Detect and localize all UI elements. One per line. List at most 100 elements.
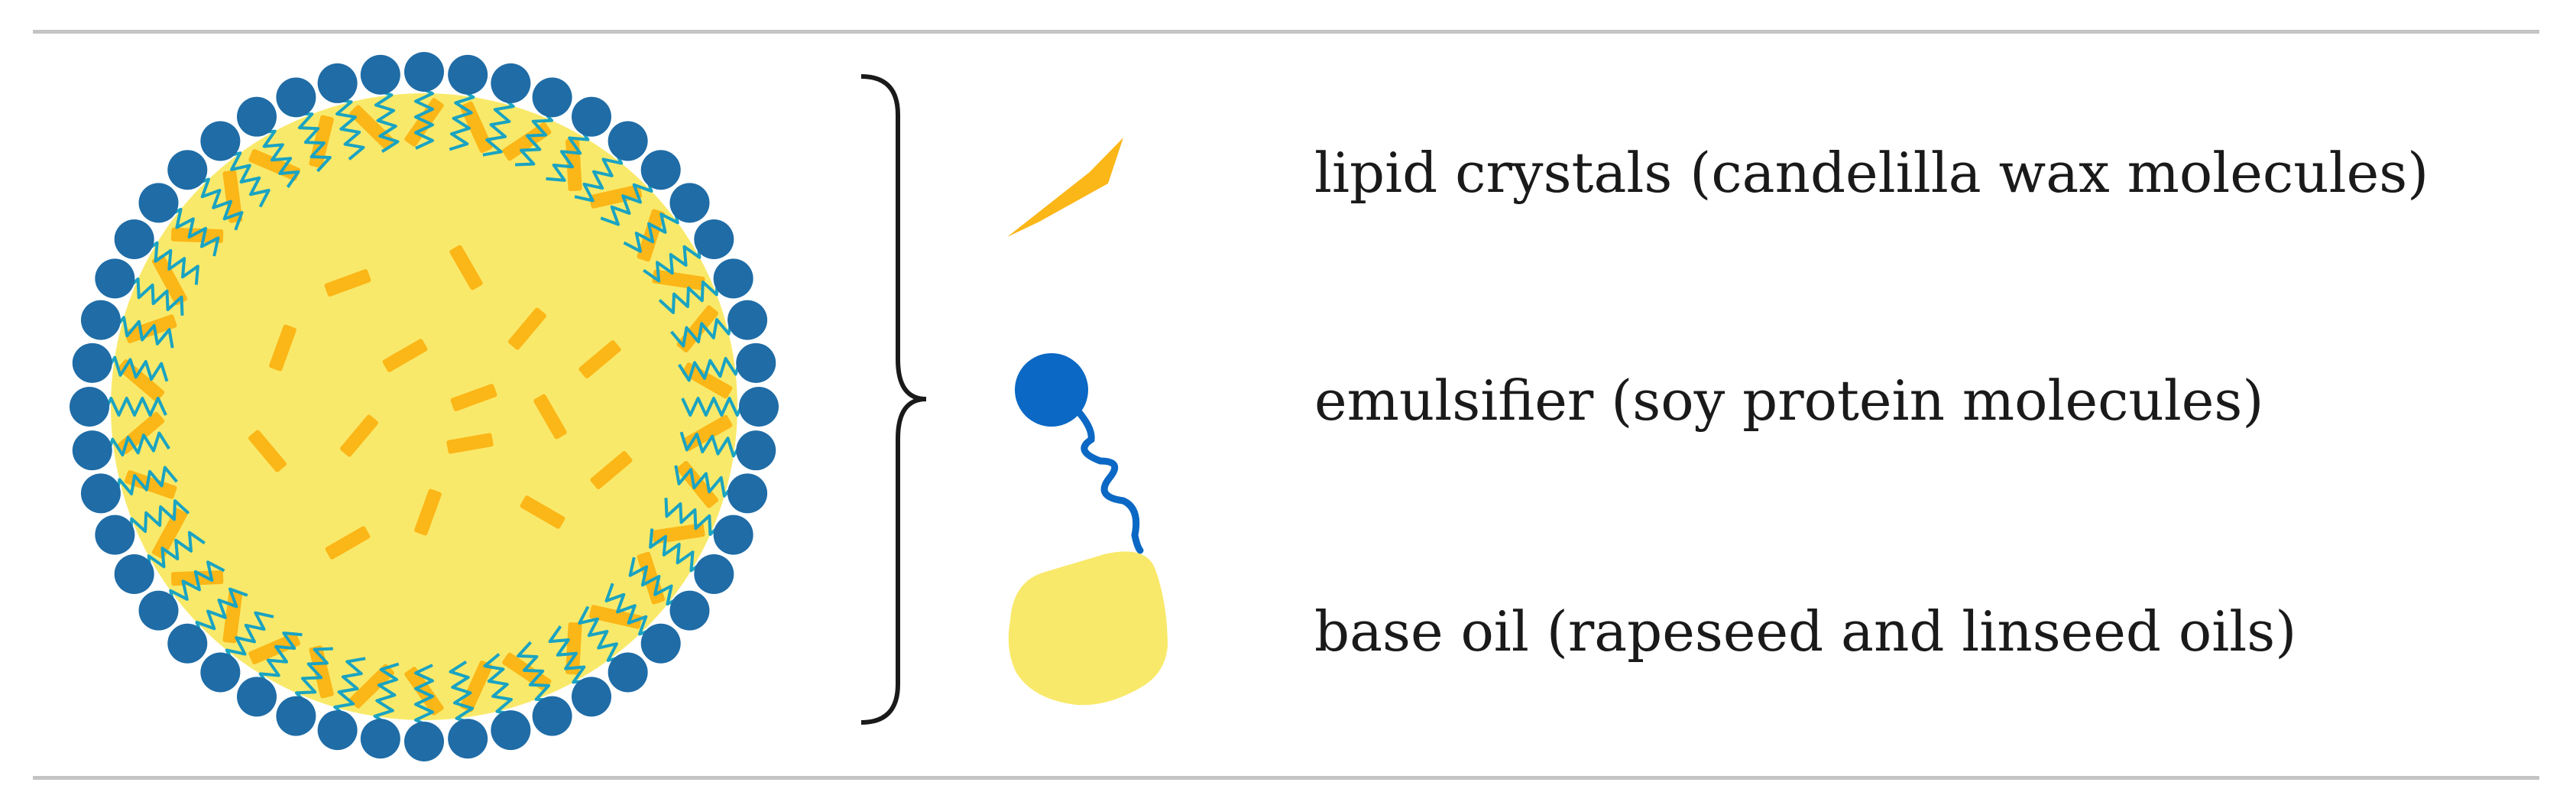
emulsifier-tail: [678, 355, 743, 382]
emulsifier-head: [317, 710, 358, 751]
emulsifier-tail: [147, 531, 206, 575]
base-oil-icon: [1008, 551, 1168, 706]
emulsifier-head: [237, 677, 277, 717]
emulsifier-head: [360, 719, 400, 759]
emulsifier-head: [491, 63, 531, 103]
lipid-crystal: [340, 414, 378, 457]
emulsifier-head: [114, 219, 154, 259]
lipid-crystal: [449, 245, 483, 291]
emulsifier-tail: [102, 397, 167, 417]
emulsifier-tail: [515, 105, 553, 167]
emulsifier-tail: [105, 431, 170, 458]
inner-lipid-crystals: [248, 245, 633, 560]
emulsifier-head: [448, 719, 488, 759]
emulsifier-head: [114, 554, 154, 594]
emulsifier-tail: [373, 662, 400, 728]
emulsifier-head: [276, 77, 316, 118]
emulsifier-head: [200, 121, 241, 161]
lipid-crystal: [508, 307, 546, 350]
emulsifier-head: [608, 652, 648, 693]
emulsifier-tail: [658, 276, 719, 314]
emulsifier-tail: [600, 173, 653, 226]
emulsifier-tail: [110, 316, 174, 349]
emulsifier-tail: [679, 431, 745, 458]
lipid-crystal: [382, 339, 428, 372]
lipid-crystal: [151, 255, 188, 306]
emulsifier-tail: [643, 239, 702, 283]
lipid-crystal: [118, 411, 165, 454]
legend-label-base-oil: base oil (rapeseed and linseed oils): [1314, 599, 2297, 664]
emulsifier-tail: [373, 88, 400, 153]
emulsifier-tail: [670, 315, 734, 348]
emulsifier-tail: [295, 647, 333, 708]
lipid-crystal: [118, 359, 165, 402]
emulsifier-head: [95, 514, 135, 555]
emulsifier-head: [80, 473, 121, 514]
emulsifier-tail: [129, 499, 190, 537]
emulsifier-tail: [293, 112, 332, 173]
lipid-crystal: [248, 430, 287, 472]
emulsifier-head: [276, 696, 316, 736]
lipid-crystal: [652, 269, 705, 291]
emulsifier-head: [448, 54, 488, 95]
emulsifier-head: [713, 258, 753, 299]
legend-label-lipid-crystals: lipid crystals (candelilla wax molecules…: [1314, 141, 2429, 205]
emulsifier-head: [167, 623, 208, 664]
lipid-crystal: [578, 340, 621, 378]
lipid-crystal: [151, 508, 188, 559]
lipid-crystal: [682, 414, 733, 451]
emulsifier-head: [404, 52, 444, 92]
lipid-crystal: [414, 489, 442, 536]
emulsifier-tail: [649, 528, 708, 573]
emulsifier-tail: [414, 84, 434, 150]
lipid-crystal: [269, 324, 296, 372]
emulsifier-head: [572, 677, 611, 717]
lipid-crystal: [446, 433, 494, 454]
emulsifier-head: [694, 554, 734, 594]
lipid-crystal: [676, 305, 719, 353]
emulsifier-head: [727, 473, 768, 514]
emulsifier-tail: [123, 278, 184, 316]
emulsifier-tail: [195, 587, 248, 641]
emulsifier-head: [95, 258, 135, 299]
emulsifier-head: [72, 342, 112, 383]
emulsifier-tail: [604, 583, 658, 636]
top-rule: [33, 30, 2539, 34]
emulsifier-head: [138, 590, 179, 631]
emulsifier-icon: [1015, 353, 1144, 554]
lipid-crystal: [324, 269, 371, 297]
legend-label-emulsifier: emulsifier (soy protein molecules): [1314, 368, 2264, 433]
emulsifier-tail: [681, 397, 747, 417]
emulsifier-tail: [115, 466, 178, 498]
lipid-crystal: [682, 362, 733, 399]
emulsifier-tail: [664, 498, 725, 536]
lipid-crystal: [325, 526, 371, 560]
emulsifier-tail: [449, 661, 475, 725]
emulsifier-head: [237, 96, 277, 137]
emulsifier-tail: [517, 641, 555, 702]
emulsifier-head: [736, 430, 776, 471]
emulsifier-head: [491, 710, 531, 751]
lipid-crystal: [349, 664, 394, 709]
emulsifier-tail: [628, 557, 685, 606]
lipid-crystal: [450, 384, 497, 411]
lipid-crystal: [309, 645, 334, 699]
emulsifier-tail: [482, 93, 515, 157]
emulsifier-head: [70, 387, 109, 427]
emulsifier-tail: [483, 653, 516, 716]
curly-bracket: [860, 74, 927, 725]
lipid-crystal: [637, 551, 666, 605]
emulsifier-head: [72, 430, 112, 471]
bottom-rule: [33, 776, 2539, 780]
emulsifier-tail: [546, 123, 590, 182]
emulsifier-tail: [164, 207, 220, 257]
emulsifier-tail: [578, 605, 627, 662]
emulsifier-head: [640, 623, 681, 664]
emulsifier-head: [167, 150, 208, 190]
emulsifier-tail: [190, 177, 244, 231]
emulsifier-head: [669, 183, 710, 223]
emulsifier-tail: [222, 151, 271, 208]
emulsifier-tail: [169, 560, 225, 609]
emulsifier-tail: [548, 625, 592, 684]
